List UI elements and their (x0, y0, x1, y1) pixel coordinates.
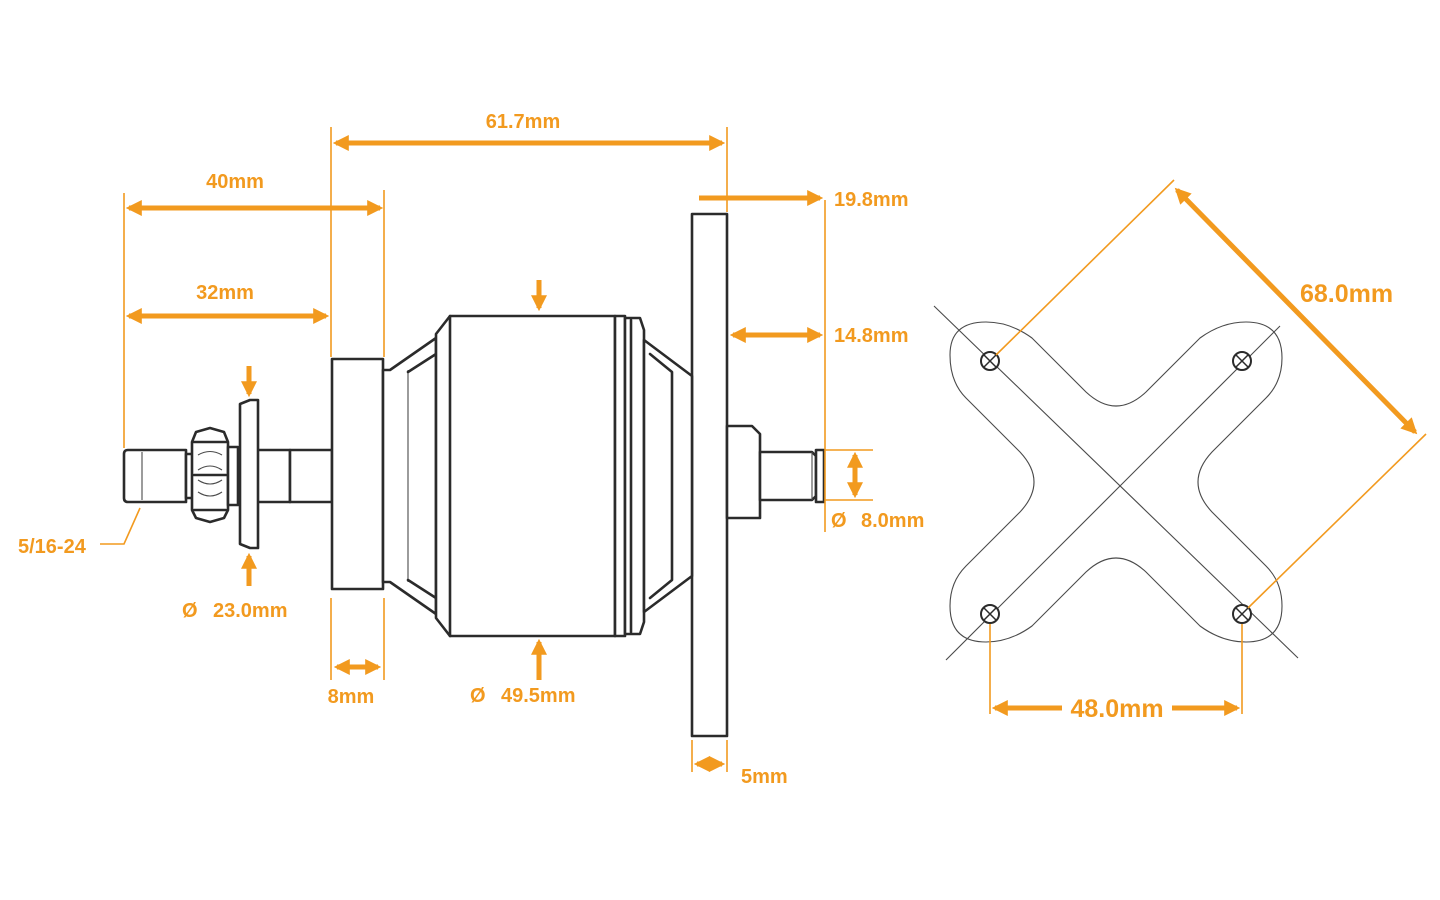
dim-23-0-label: 23.0mm (213, 600, 288, 622)
dim-8-0-label: 8.0mm (861, 510, 924, 532)
motor-can (434, 314, 694, 638)
mount-plate (690, 212, 729, 738)
motor-side-view (122, 212, 826, 738)
mount-hole-top-left (980, 351, 1000, 371)
dim-14-8-label: 14.8mm (834, 325, 909, 347)
dim-32-label: 32mm (196, 282, 254, 304)
dim-5mm-label: 5mm (741, 766, 788, 788)
x-mount-view: 68.0mm 48.0mm (933, 179, 1427, 723)
extension-lines (123, 127, 873, 772)
thread-label: 5/16-24 (18, 536, 87, 558)
dim-19-8-label: 19.8mm (834, 189, 909, 211)
dim-23-0-diameter-symbol: Ø (182, 600, 198, 622)
dim-8-0-diameter-symbol: Ø (831, 510, 847, 532)
prop-washer (238, 398, 260, 550)
dim-49-5-diameter-symbol: Ø (470, 685, 486, 707)
dim-49-5-label: 49.5mm (501, 685, 576, 707)
dimension-arrows (100, 134, 864, 773)
dim-48-0-label: 48.0mm (1070, 695, 1163, 723)
dim-68-0-arrow (1174, 187, 1418, 435)
dim-61-7-label: 61.7mm (486, 111, 561, 133)
prop-nut (190, 426, 240, 524)
mount-holes (980, 351, 1252, 624)
front-bell (330, 357, 385, 591)
dim-40-label: 40mm (206, 171, 264, 193)
dimension-labels: 61.7mm 40mm 32mm 19.8mm 14.8mm Ø 8.0mm 5… (18, 111, 924, 788)
mount-hole-bottom-left (980, 604, 1000, 624)
dim-68-0-label: 68.0mm (1300, 280, 1393, 308)
x-mount-outline (949, 321, 1283, 643)
mount-hole-top-right (1232, 351, 1252, 371)
mount-hole-bottom-right (1232, 604, 1252, 624)
thread-leader (100, 507, 141, 545)
dim-8mm-label: 8mm (328, 686, 375, 708)
rear-shaft (725, 424, 826, 520)
